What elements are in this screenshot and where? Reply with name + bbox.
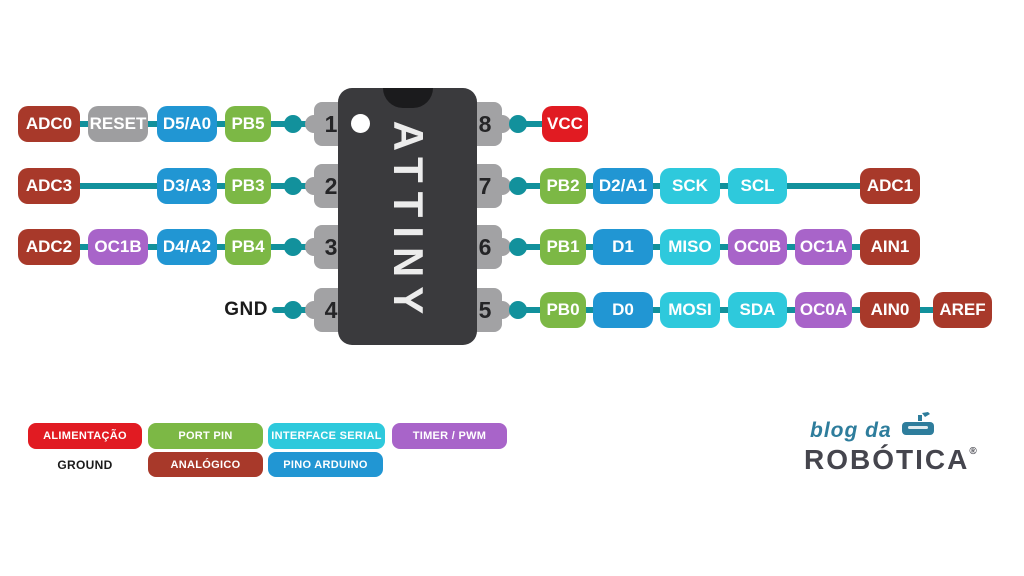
wire-node-left-row3	[284, 238, 302, 256]
wire-node-right-row2	[509, 177, 527, 195]
pill-vcc: VCC	[542, 106, 588, 142]
legend-ground: GROUND	[57, 457, 113, 472]
chip-pin-tab-6: 6	[473, 225, 511, 269]
pill-adc0: ADC0	[18, 106, 80, 142]
wire-node-right-row1	[509, 115, 527, 133]
logo-top-row: blog da	[804, 412, 1014, 443]
pill-d5-a0: D5/A0	[157, 106, 217, 142]
pill-d2-a1: D2/A1	[593, 168, 653, 204]
pill-d1: D1	[593, 229, 653, 265]
chip-pin-tab-8: 8	[473, 102, 511, 146]
legend-alimenta-o: ALIMENTAÇÃO	[28, 423, 142, 449]
pill-adc1: ADC1	[860, 168, 920, 204]
logo-name-row: ROBÓTICA ®	[804, 444, 1014, 476]
chip-notch	[383, 88, 433, 108]
legend-timer-pwm: TIMER / PWM	[392, 423, 507, 449]
legend-anal-gico: ANALÓGICO	[148, 452, 263, 477]
pill-scl: SCL	[728, 168, 787, 204]
pill-adc2: ADC2	[18, 229, 80, 265]
pill-ain0: AIN0	[860, 292, 920, 328]
registered-trademark-symbol: ®	[969, 446, 977, 457]
pill-d4-a2: D4/A2	[157, 229, 217, 265]
legend-pino-arduino: PINO ARDUINO	[268, 452, 383, 477]
chip-body: ATTINY	[338, 88, 477, 345]
pill-ain1: AIN1	[860, 229, 920, 265]
chip-label: ATTINY	[384, 120, 432, 323]
wire-node-left-row1	[284, 115, 302, 133]
logo-robotica-text: ROBÓTICA	[804, 444, 970, 475]
wire-node-left-row4	[284, 301, 302, 319]
pill-pb3: PB3	[225, 168, 271, 204]
pill-sda: SDA	[728, 292, 787, 328]
robot-head-icon	[900, 412, 938, 443]
wire-node-right-row4	[509, 301, 527, 319]
pill-oc1a: OC1A	[795, 229, 852, 265]
pill-d3-a3: D3/A3	[157, 168, 217, 204]
chip-pin-tab-5: 5	[473, 288, 511, 332]
pill-pb0: PB0	[540, 292, 586, 328]
pill-aref: AREF	[933, 292, 992, 328]
pill-reset: RESET	[88, 106, 148, 142]
pill-oc1b: OC1B	[88, 229, 148, 265]
pill-oc0b: OC0B	[728, 229, 787, 265]
pill-sck: SCK	[660, 168, 720, 204]
pill-mosi: MOSI	[660, 292, 720, 328]
pill-pb2: PB2	[540, 168, 586, 204]
wire-right-row1	[500, 121, 565, 127]
pill-d0: D0	[593, 292, 653, 328]
chip-pin-tab-7: 7	[473, 164, 511, 208]
pill-pb5: PB5	[225, 106, 271, 142]
wire-node-left-row2	[284, 177, 302, 195]
wire-node-right-row3	[509, 238, 527, 256]
pill-pb1: PB1	[540, 229, 586, 265]
pill-adc3: ADC3	[18, 168, 80, 204]
legend-port-pin: PORT PIN	[148, 423, 263, 449]
pill-miso: MISO	[660, 229, 720, 265]
blog-da-robotica-logo: blog da ROBÓTICA ®	[804, 412, 1014, 476]
logo-blog-da-text: blog da	[810, 419, 892, 442]
label-gnd: GND	[224, 299, 268, 320]
pin1-indicator-dot	[351, 114, 370, 133]
legend-interface-serial: INTERFACE SERIAL	[268, 423, 385, 449]
pill-oc0a: OC0A	[795, 292, 852, 328]
pill-pb4: PB4	[225, 229, 271, 265]
